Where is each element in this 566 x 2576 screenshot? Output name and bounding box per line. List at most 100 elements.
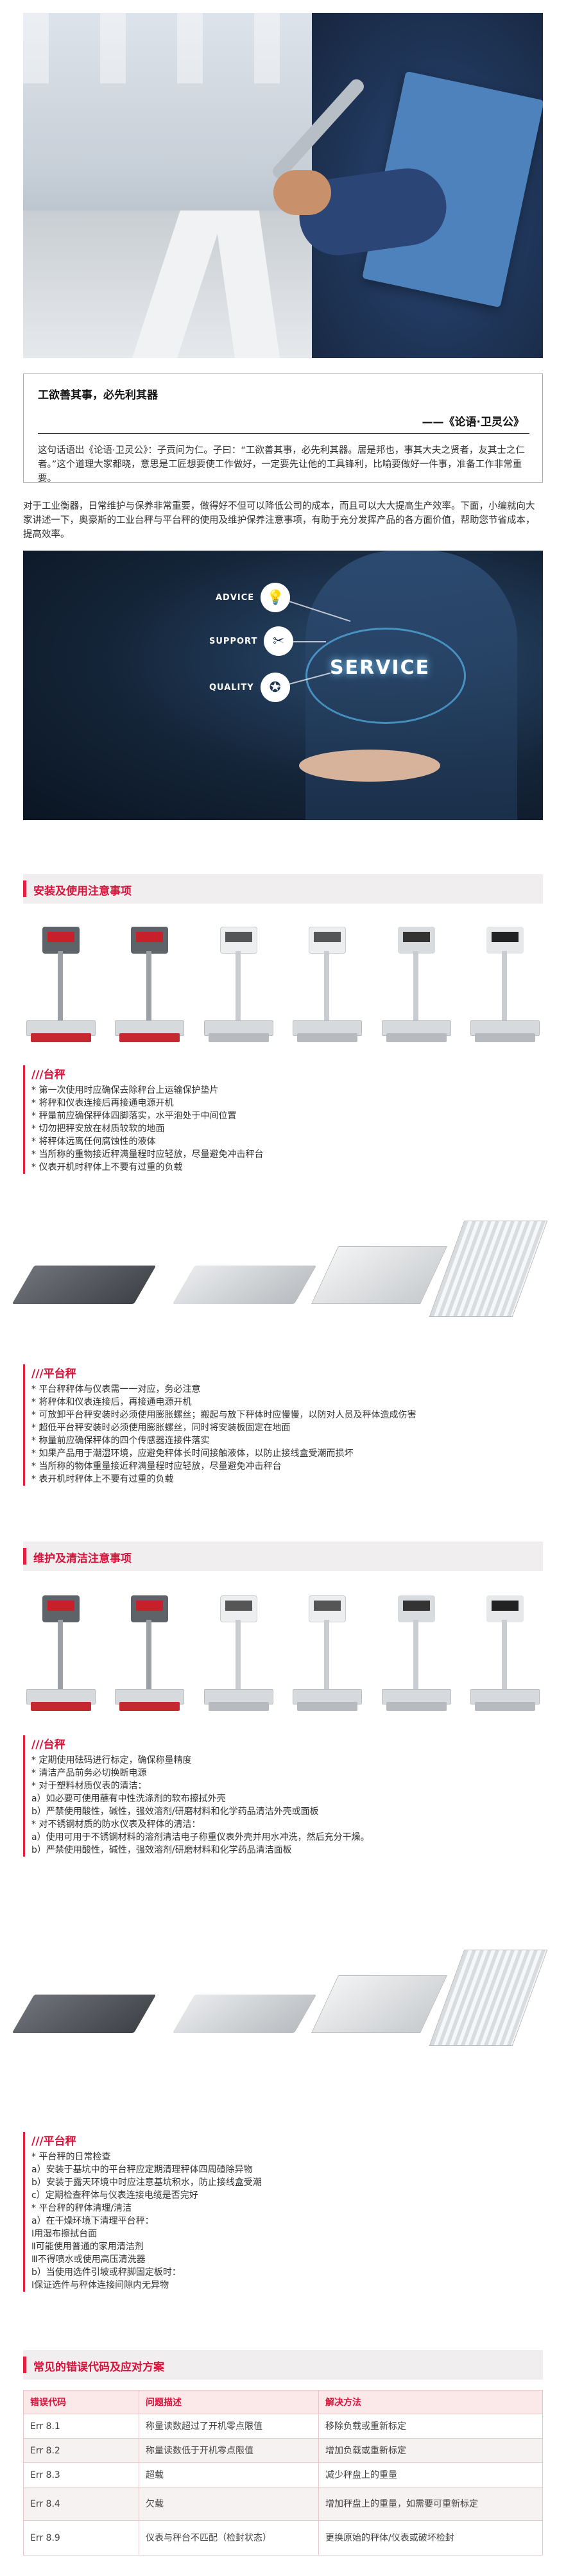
floor-scales-row	[12, 1221, 548, 1330]
service-word: SERVICE	[330, 657, 431, 679]
bench-scale-image	[112, 927, 187, 1042]
block-heading: ///台秤	[31, 1739, 65, 1751]
list-item: a）在干燥环境下清理平台秤：	[31, 2216, 154, 2226]
list-item: * 如果产品用于潮湿环境，应避免秤体长时间接触液体，以防止接线盒受潮而损坏	[31, 1448, 354, 1459]
floor-scales-row	[12, 1950, 548, 2059]
error-solution: 增加秤盘上的重量，如需要可重新标定	[318, 2487, 543, 2521]
section-title: 维护及清洁注意事项	[33, 1552, 132, 1565]
table-row: Err 8.9 仪表与秤台不匹配（检封状态） 更换原始的秤体/仪表或破坏检封	[23, 2520, 543, 2555]
column-header: 解决方法	[318, 2390, 543, 2414]
table-row: Err 8.1 称量读数超过了开机零点限值 移除负载或重新标定	[23, 2414, 543, 2439]
error-solution: 更换原始的秤体/仪表或破坏检封	[318, 2520, 543, 2555]
quote-title: 工欲善其事，必先利其器	[38, 389, 158, 402]
list-item: * 当所称的重物接近秤满量程时应轻放，尽量避免冲击秤台	[31, 1149, 264, 1160]
list-item: * 当所称的物体重量接近秤满量程时应轻放，尽量避免冲击秤台	[31, 1461, 282, 1472]
list-item: * 定期使用砝码进行标定，确保称量精度	[31, 1755, 192, 1765]
error-code: Err 8.9	[23, 2520, 139, 2555]
error-code: Err 8.1	[23, 2414, 139, 2439]
list-item: * 超低平台秤安装时必须使用膨胀螺丝，同时将安装板固定在地面	[31, 1423, 291, 1433]
error-code: Err 8.4	[23, 2487, 139, 2521]
section-bar	[23, 880, 26, 897]
block-heading: ///台秤	[31, 1069, 65, 1081]
list-item: * 平台秤的秤体清理/清洁	[31, 2203, 132, 2213]
list-item: * 对于塑料材质仪表的清洁：	[31, 1781, 147, 1791]
column-header: 问题描述	[139, 2390, 319, 2414]
lightbulb-icon: 💡	[261, 583, 291, 612]
floor-scale-image	[172, 1995, 317, 2033]
list-item: a）如必要可使用蘸有中性洗涤剂的软布擦拭外壳	[31, 1794, 226, 1804]
quote-divider	[38, 433, 529, 434]
list-item: * 称量前应确保秤体的四个传感器连接件落实	[31, 1436, 210, 1446]
section-bar	[23, 2357, 26, 2373]
list-item: b）安装于露天环境中时应注意基坑积水，防止接线盒受潮	[31, 2177, 262, 2188]
floor-scale-image	[12, 1266, 157, 1304]
list-item: * 可放卸平台秤安装时必须使用膨胀螺丝；搬起与放下秤体时应慢慢，以防对人员及秤体…	[31, 1410, 416, 1420]
quote-source: ——《论语·卫灵公》	[422, 416, 524, 429]
floor-scale-image	[429, 1950, 548, 2046]
glow-arc	[305, 628, 466, 724]
list-item: c）定期检查秤体与仪表连接电缆是否完好	[31, 2190, 198, 2201]
section-header-maintain: 维护及清洁注意事项	[23, 1541, 543, 1571]
error-description: 超载	[139, 2462, 319, 2487]
list-item: * 对不锈钢材质的防水仪表及秤体的清洁：	[31, 1819, 201, 1830]
error-description: 称量读数超过了开机零点限值	[139, 2414, 319, 2439]
floor-scale-image	[429, 1221, 548, 1317]
list-item: Ⅲ不得喷水或使用高压清洗器	[31, 2254, 146, 2265]
bench-scale-image	[467, 927, 543, 1042]
section-header-errors: 常见的错误代码及应对方案	[23, 2350, 543, 2380]
service-image: SERVICE ADVICE 💡 SUPPORT ✂ QUALITY ✪	[23, 551, 543, 820]
error-description: 仪表与秤台不匹配（检封状态）	[139, 2520, 319, 2555]
floor-scale-image	[311, 1975, 447, 2033]
service-label: SUPPORT	[209, 636, 258, 646]
service-label: ADVICE	[216, 592, 255, 603]
bench-scale-image	[112, 1595, 187, 1711]
section-bar	[23, 1548, 26, 1565]
section-header-install: 安装及使用注意事项	[23, 874, 543, 904]
bench-scale-image	[289, 1595, 365, 1711]
column-header: 错误代码	[23, 2390, 139, 2414]
list-item: Ⅰ用湿布擦拭台面	[31, 2229, 98, 2239]
bench-scale-image	[379, 1595, 454, 1711]
list-item: b）严禁使用酸性，碱性，强效溶剂/研磨材料和化学药品清洁面板	[31, 1845, 292, 1855]
block-heading: ///平台秤	[31, 2135, 76, 2148]
error-code: Err 8.3	[23, 2462, 139, 2487]
maintain-bench-block: ///台秤 * 定期使用砝码进行标定，确保称量精度 * 清洁产品前务必切换断电源…	[23, 1735, 543, 1857]
install-floor-block: ///平台秤 * 平台秤秤体与仪表需一一对应，务必注意 * 将秤体和仪表连接后，…	[23, 1364, 543, 1486]
list-item: * 平台秤的日常检查	[31, 2152, 111, 2162]
bench-scale-image	[467, 1595, 543, 1711]
service-item-advice: ADVICE 💡	[216, 583, 291, 612]
list-item: * 秤量前应确保秤体四脚落实，水平泡处于中间位置	[31, 1111, 237, 1121]
intro-paragraph: 对于工业衡器，日常维护与保养非常重要，做得好不但可以降低公司的成本，而且可以大大…	[23, 501, 535, 540]
list-item: * 将秤体和仪表连接后，再接通电源开机	[31, 1397, 192, 1407]
bench-scales-row	[23, 927, 543, 1042]
list-item: b）当使用选件引坡或秤脚固定板时：	[31, 2267, 181, 2278]
bench-scales-row	[23, 1595, 543, 1711]
install-bench-block: ///台秤 * 第一次使用时应确保去除秤台上运输保护垫片 * 将秤和仪表连接后再…	[23, 1065, 543, 1174]
service-label: QUALITY	[209, 682, 254, 692]
list-item: * 平台秤秤体与仪表需一一对应，务必注意	[31, 1384, 201, 1395]
section-title: 安装及使用注意事项	[33, 885, 132, 898]
table-header-row: 错误代码 问题描述 解决方法	[23, 2390, 543, 2414]
error-solution: 减少秤盘上的重量	[318, 2462, 543, 2487]
floor-scale-image	[12, 1995, 157, 2033]
section-title: 常见的错误代码及应对方案	[33, 2361, 164, 2374]
error-solution: 增加负载或重新标定	[318, 2438, 543, 2463]
floor-scale-image	[311, 1246, 447, 1304]
list-item: * 表开机时秤体上不要有过重的负载	[31, 1474, 174, 1484]
table-row: Err 8.4 欠载 增加秤盘上的重量，如需要可重新标定	[23, 2487, 543, 2521]
bench-scale-image	[201, 1595, 277, 1711]
quote-box: 工欲善其事，必先利其器 ——《论语·卫灵公》 这句话语出《论语·卫灵公》：子贡问…	[23, 374, 543, 484]
error-description: 欠载	[139, 2487, 319, 2521]
block-heading: ///平台秤	[31, 1368, 76, 1380]
error-solution: 移除负载或重新标定	[318, 2414, 543, 2439]
list-item: Ⅰ保证选件与秤体连接间隙内无异物	[31, 2280, 169, 2290]
list-item: * 清洁产品前务必切换断电源	[31, 1768, 147, 1778]
error-code-table: 错误代码 问题描述 解决方法 Err 8.1 称量读数超过了开机零点限值 移除负…	[23, 2390, 543, 2555]
list-item: * 将秤体远离任何腐蚀性的液体	[31, 1137, 156, 1147]
open-palm	[299, 750, 440, 782]
list-item: * 将秤和仪表连接后再接通电源开机	[31, 1098, 174, 1108]
list-item: b）严禁使用酸性，碱性，强效溶剂/研磨材料和化学药品清洁外壳或面板	[31, 1807, 319, 1817]
hero-image	[23, 13, 543, 358]
quote-body: 这句话语出《论语·卫灵公》：子贡问为仁。子曰：“工欲善其事，必先利其器。居是邦也…	[38, 445, 525, 484]
